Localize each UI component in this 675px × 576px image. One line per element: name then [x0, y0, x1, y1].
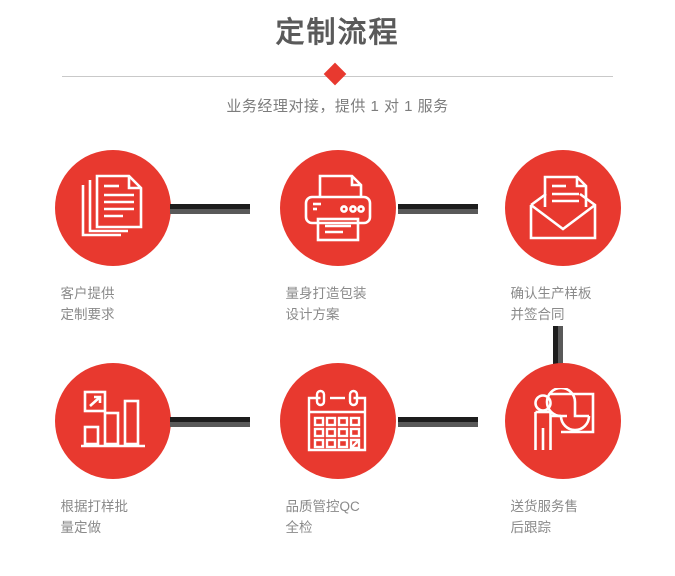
connector-bar-right: [558, 326, 563, 366]
connector-bar-top: [170, 417, 250, 422]
header: 定制流程 业务经理对接，提供 1 对 1 服务: [0, 0, 675, 116]
step-icon-circle: [279, 150, 396, 266]
connector-step1-step2: [170, 204, 250, 214]
process-step-1[interactable]: 客户提供 定制要求: [0, 150, 225, 363]
envelope-letter-icon: [529, 175, 596, 240]
documents-icon: [81, 174, 142, 237]
bar-chart-growth-icon: [80, 390, 145, 448]
step-label: 送货服务售 后跟踪: [510, 499, 579, 535]
process-step-3[interactable]: 确认生产样板 并签合同: [450, 150, 675, 363]
process-row-1: 客户提供 定制要求: [0, 150, 675, 366]
connector-bar-top: [398, 204, 478, 209]
process-flow: 客户提供 定制要求: [0, 150, 675, 576]
process-row-2: 根据打样批 量定做: [0, 363, 675, 576]
connector-bar-bottom: [170, 422, 250, 427]
connector-step2-step3: [398, 204, 478, 214]
step-label: 品质管控QC 全检: [285, 499, 360, 535]
diamond-marker-icon: [323, 62, 346, 86]
step-icon-circle: [504, 150, 621, 266]
connector-bar-bottom: [170, 209, 250, 214]
connector-step5-step6: [398, 417, 478, 427]
step-icon-circle: [54, 150, 171, 266]
step-label: 客户提供 定制要求: [60, 286, 115, 322]
title-divider: [0, 62, 675, 89]
process-step-2[interactable]: 量身打造包装 设计方案: [225, 150, 450, 363]
step-icon-circle: [54, 363, 171, 479]
connector-bar-bottom: [398, 422, 478, 427]
process-step-6[interactable]: 送货服务售 后跟踪: [450, 363, 675, 576]
connector-step4-step5: [170, 417, 250, 427]
step-label: 确认生产样板 并签合同: [510, 286, 592, 322]
connector-step3-step6: [553, 326, 563, 366]
step-icon-circle: [504, 363, 621, 479]
customization-process-infographic: 定制流程 业务经理对接，提供 1 对 1 服务: [0, 0, 675, 535]
printer-icon: [304, 174, 371, 242]
header-subtitle: 业务经理对接，提供 1 对 1 服务: [226, 97, 449, 115]
connector-bar-top: [398, 417, 478, 422]
page-title: 定制流程: [275, 17, 400, 49]
connector-bar-top: [170, 204, 250, 209]
process-step-4[interactable]: 根据打样批 量定做: [0, 363, 225, 576]
connector-bar-bottom: [398, 209, 478, 214]
process-step-5[interactable]: 品质管控QC 全检: [225, 363, 450, 576]
step-label: 根据打样批 量定做: [60, 499, 129, 535]
calendar-icon: [307, 389, 366, 452]
step-label: 量身打造包装 设计方案: [285, 286, 367, 322]
step-icon-circle: [279, 363, 396, 479]
presentation-person-icon: [533, 388, 594, 450]
connector-bar-left: [553, 326, 558, 366]
